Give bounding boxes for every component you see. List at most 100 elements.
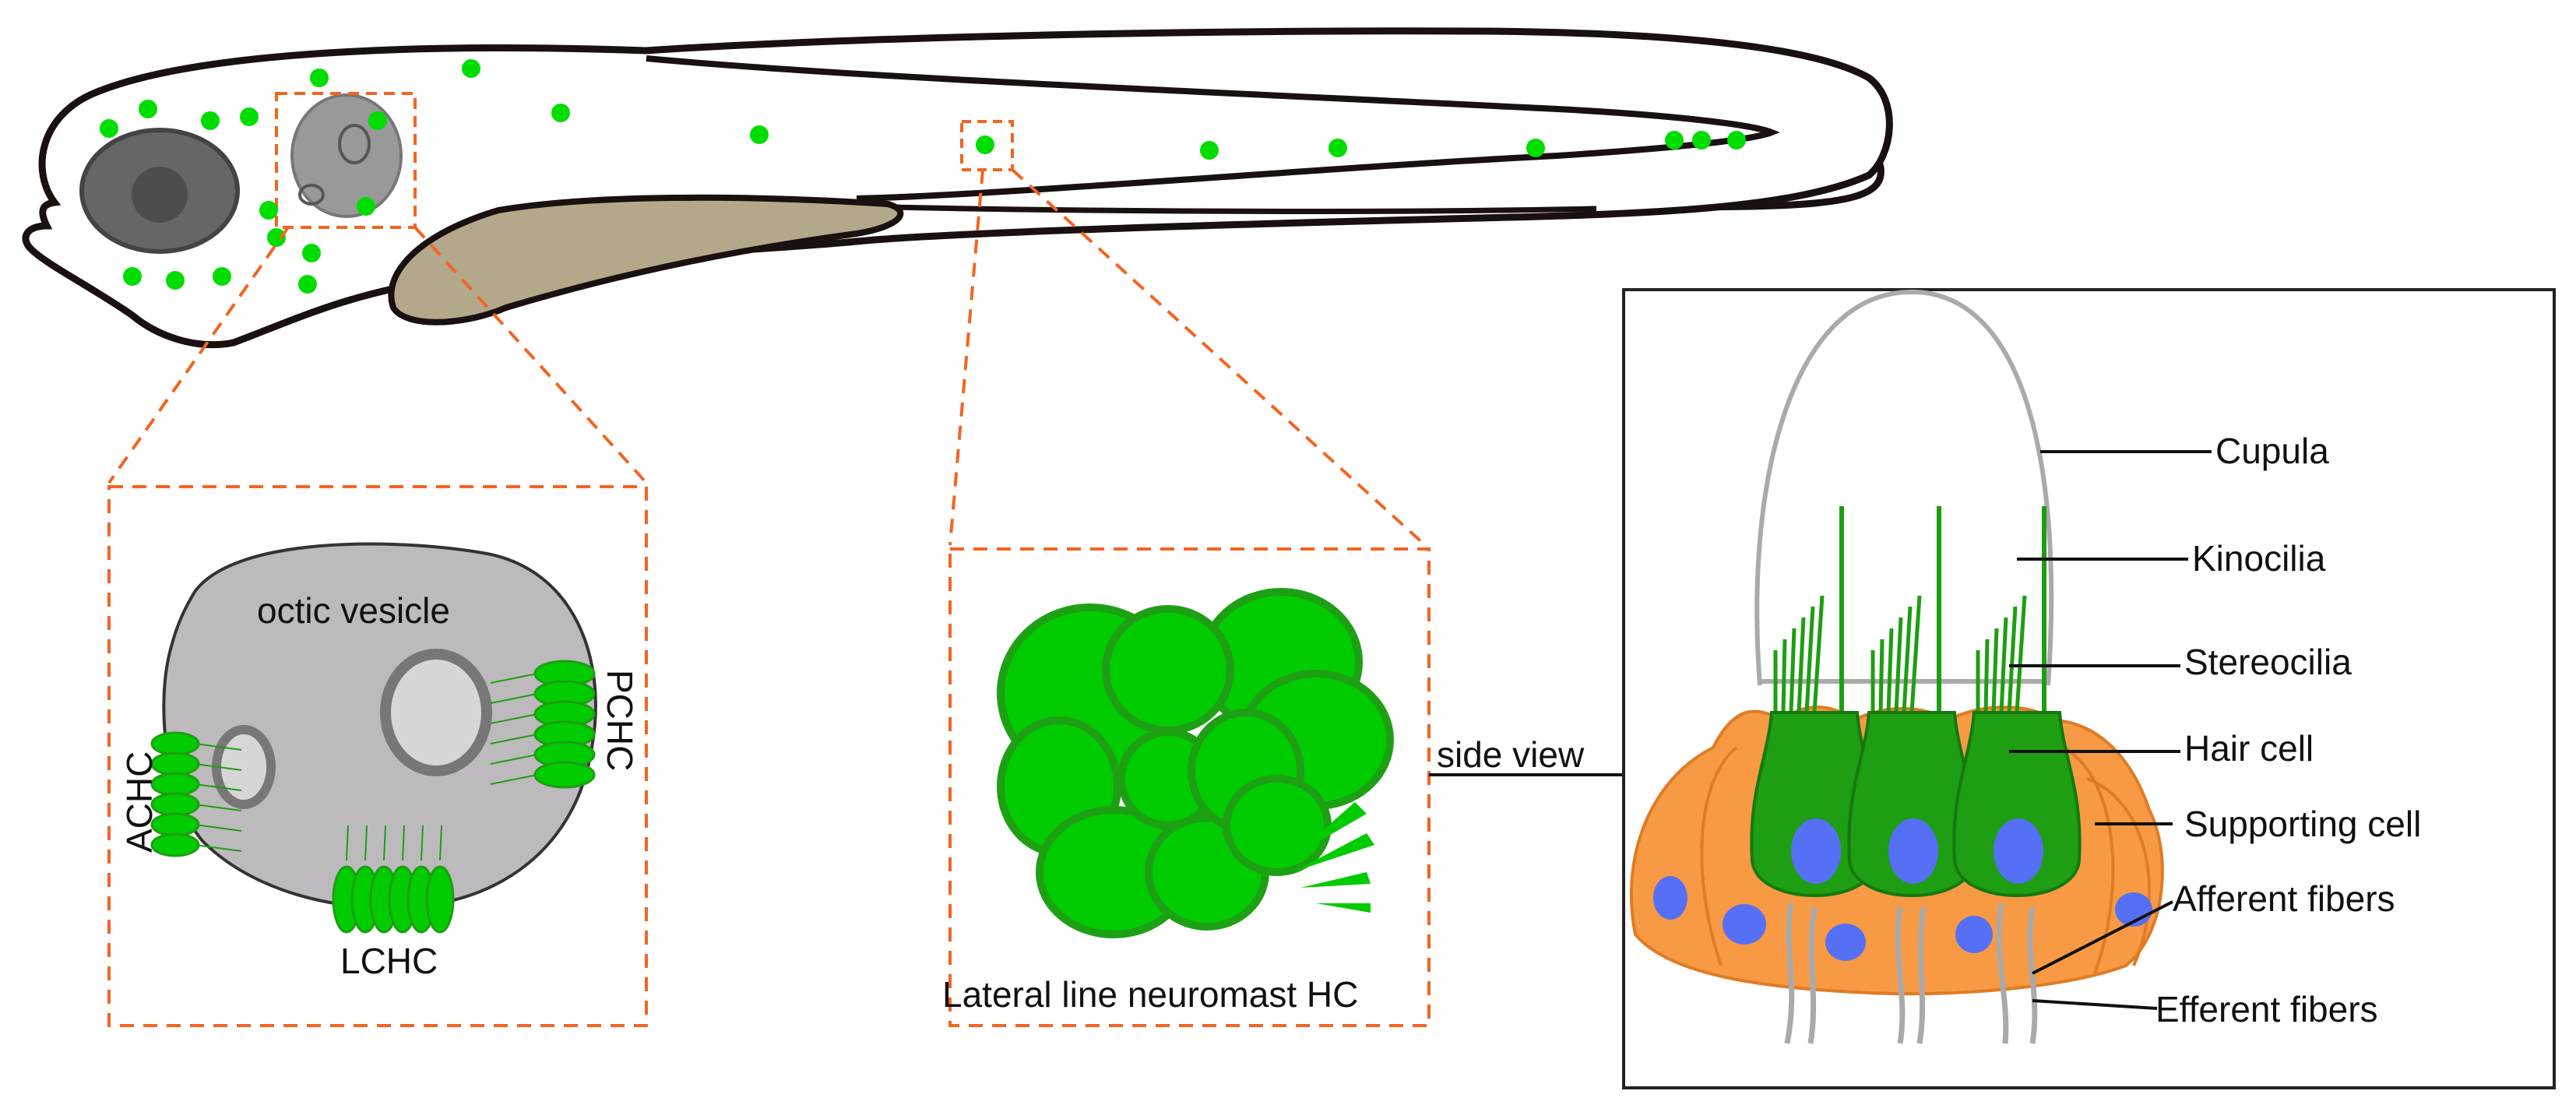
zoom-lines (107, 168, 1427, 547)
lchc-hair-cells (332, 825, 455, 934)
neuromast-dot (1665, 131, 1684, 150)
stereocilium (1797, 617, 1806, 713)
stereocilium (1999, 617, 2008, 713)
neuromast-dot (750, 125, 769, 144)
lchc-stereocilia (439, 825, 442, 861)
neuromast-caption: Lateral line neuromast HC (942, 974, 1358, 1015)
neuromast-dot (1526, 139, 1545, 157)
neuromast-dot (976, 135, 994, 154)
cupula (1754, 289, 2054, 686)
hair-cell-nucleus (1791, 818, 1841, 884)
neuromast-dot (1692, 131, 1711, 150)
stereocilium (1812, 595, 1825, 713)
otolith-large (380, 649, 492, 776)
label-cupula: Cupula (2215, 431, 2329, 471)
neuromast-dots (100, 59, 1746, 294)
neuromast-dot (302, 244, 321, 262)
hair-cell-nucleus (1888, 818, 1938, 884)
stereocilium (1886, 628, 1894, 713)
pchc-stereocilia (490, 774, 538, 785)
neuromast-dot (259, 201, 278, 220)
label-kinocilia: Kinocilia (2192, 538, 2326, 579)
side-view-panel: Cupula Kinocilia Stereocilia Hair cell S… (1622, 288, 2556, 1089)
achc-stereocilia (194, 844, 242, 852)
otic-highlight-box (275, 92, 417, 229)
hair-cell-nucleus (1994, 818, 2043, 884)
neuromast-dot (166, 271, 185, 290)
achc-hair-cells (150, 731, 242, 857)
pchc-stereocilia (490, 713, 538, 724)
stereocilium (1983, 639, 1990, 713)
stereocilium (2015, 595, 2027, 713)
neuromast-dot (267, 228, 286, 247)
stereocilium (1894, 617, 1903, 713)
label-supporting-cell: Supporting cell (2184, 804, 2421, 844)
pchc-hair-cells (490, 660, 596, 789)
lchc-label: LCHC (340, 941, 438, 981)
neuromast-panel: Lateral line neuromast HC (942, 547, 1431, 1027)
achc-stereocilia (194, 763, 242, 771)
neuromast-dot (123, 267, 142, 286)
achc-stereocilia (194, 804, 242, 811)
label-hair-cell: Hair cell (2184, 728, 2314, 769)
achc-stereocilia (194, 783, 242, 791)
stereocilium (1878, 639, 1884, 713)
neuromast-dot (551, 104, 570, 122)
hair-cells (1750, 506, 2082, 897)
neuromast-dot (357, 197, 375, 216)
neuromast-dot (298, 275, 317, 294)
neuromast-dot (100, 119, 118, 138)
achc-stereocilia (194, 824, 242, 832)
neuromast-highlight-box (960, 120, 1014, 171)
achc-label: ACHC (119, 751, 160, 853)
otolith-small (212, 725, 276, 809)
lchc-cell (425, 865, 455, 934)
pchc-stereocilia (490, 754, 538, 765)
stereocilium (1781, 639, 1787, 713)
neuromast-dot (1727, 131, 1746, 150)
side-view-label: side view (1437, 734, 1585, 775)
supporting-cell-outlines (1700, 746, 2151, 974)
achc-stereocilia (194, 743, 242, 751)
larva-pupil (132, 167, 188, 223)
pchc-stereocilia (490, 693, 538, 704)
neuromast-dot (1328, 139, 1347, 157)
neuromast-dot (1200, 141, 1219, 160)
otic-vesicle-body (162, 542, 597, 910)
lchc-stereocilia (421, 825, 424, 861)
pchc-stereocilia (490, 673, 538, 684)
neuromast-dot (368, 111, 387, 130)
stereocilium (2007, 606, 2018, 713)
label-afferent-fibers: Afferent fibers (2173, 878, 2395, 919)
pchc-label: PCHC (600, 670, 640, 771)
neuromast-panel-frame (948, 547, 1431, 1027)
larva-otic-vesicle (290, 93, 403, 218)
neuromast-cluster (997, 588, 1394, 938)
neuromast-dot (310, 69, 329, 87)
lchc-stereocilia (402, 825, 405, 861)
pchc-stereocilia (490, 734, 538, 744)
label-efferent-fibers: Efferent fibers (2155, 989, 2378, 1029)
lchc-stereocilia (346, 825, 349, 861)
hair-cell-body (1952, 711, 2082, 897)
otic-vesicle-panel: octic vesicle ACHC PCHC LCHC (107, 485, 648, 1027)
supporting-cell-nuclei (1653, 876, 2152, 961)
stereocilium (1804, 606, 1815, 713)
stereocilium (1991, 628, 1999, 713)
larva-dorsal-stripe (646, 55, 1780, 202)
achc-cell (150, 832, 200, 857)
neuromast-dot (201, 111, 220, 130)
label-stereocilia: Stereocilia (2184, 642, 2352, 682)
lchc-stereocilia (364, 825, 368, 861)
neuromast-dot (213, 267, 231, 286)
otic-vesicle-label: octic vesicle (257, 590, 450, 631)
larva-yolk (388, 194, 904, 325)
leader-lines (2009, 450, 2212, 1010)
stereocilium (1909, 595, 1922, 713)
otic-panel-frame (107, 485, 648, 1027)
nerve-fibers (1784, 903, 2038, 1044)
stereocilium (1789, 628, 1797, 713)
zebrafish-larva (22, 27, 1893, 349)
